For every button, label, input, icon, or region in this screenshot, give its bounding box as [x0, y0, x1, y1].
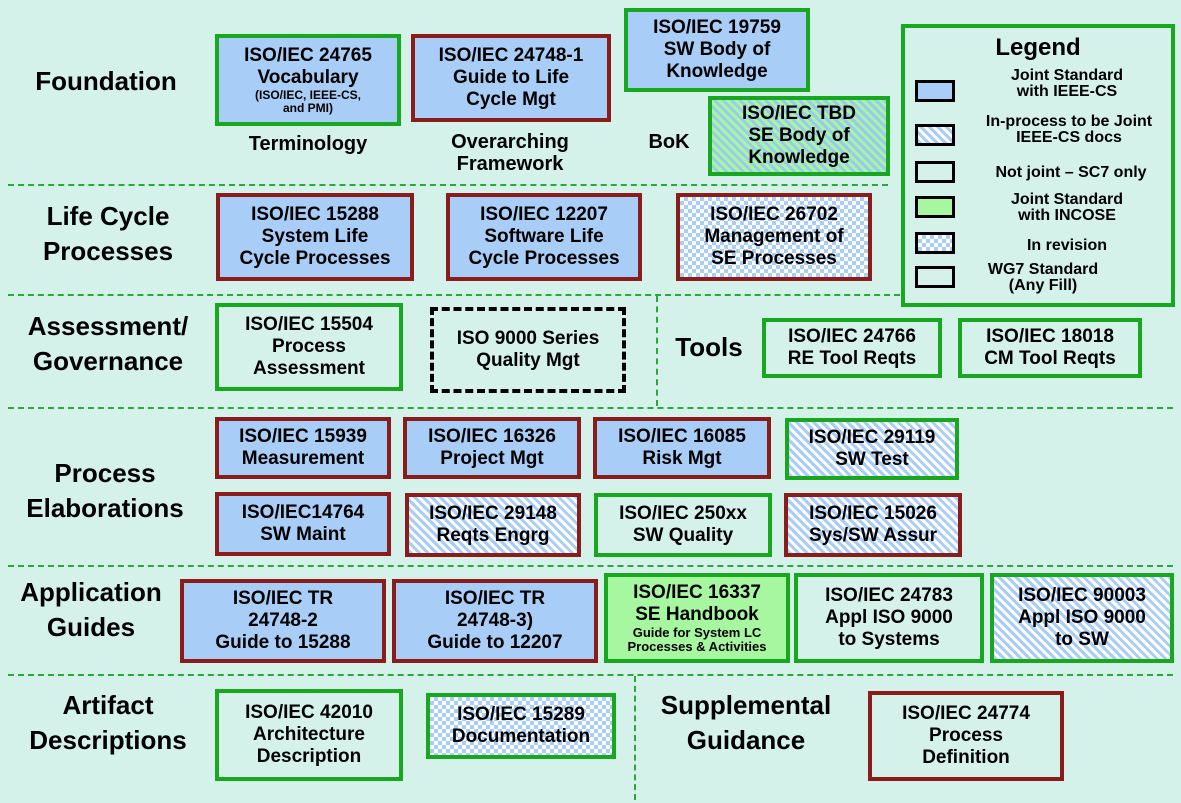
separator-line: [8, 565, 1173, 567]
sublabel-terminology: Terminology: [248, 133, 368, 155]
separator-line: [8, 294, 900, 296]
separator-line: [656, 296, 658, 406]
legend-swatch-in-process: [915, 124, 955, 146]
section-foundation: Foundation: [35, 66, 177, 96]
legend-swatch-joint-incose: [915, 196, 955, 218]
legend-swatch-wg7: [915, 266, 955, 288]
legend-label-wg7: WG7 Standard(Any Fill): [987, 261, 1099, 294]
legend-label-in-revision: In revision: [1026, 237, 1108, 254]
legend-title: Legend: [995, 34, 1081, 61]
separator-line: [8, 674, 1173, 676]
sublabel-bok: BoK: [648, 131, 690, 153]
legend-swatch-sc7-only: [915, 161, 955, 183]
separator-line: [634, 676, 636, 800]
separator-line: [8, 407, 1173, 409]
section-assessment-governance: Assessment/Governance: [27, 311, 189, 376]
separator-line: [8, 184, 888, 186]
legend-label-sc7-only: Not joint – SC7 only: [995, 164, 1147, 181]
section-tools: Tools: [675, 332, 743, 362]
legend-swatch-joint-ieee: [915, 80, 955, 102]
legend-swatch-in-revision: [915, 232, 955, 254]
